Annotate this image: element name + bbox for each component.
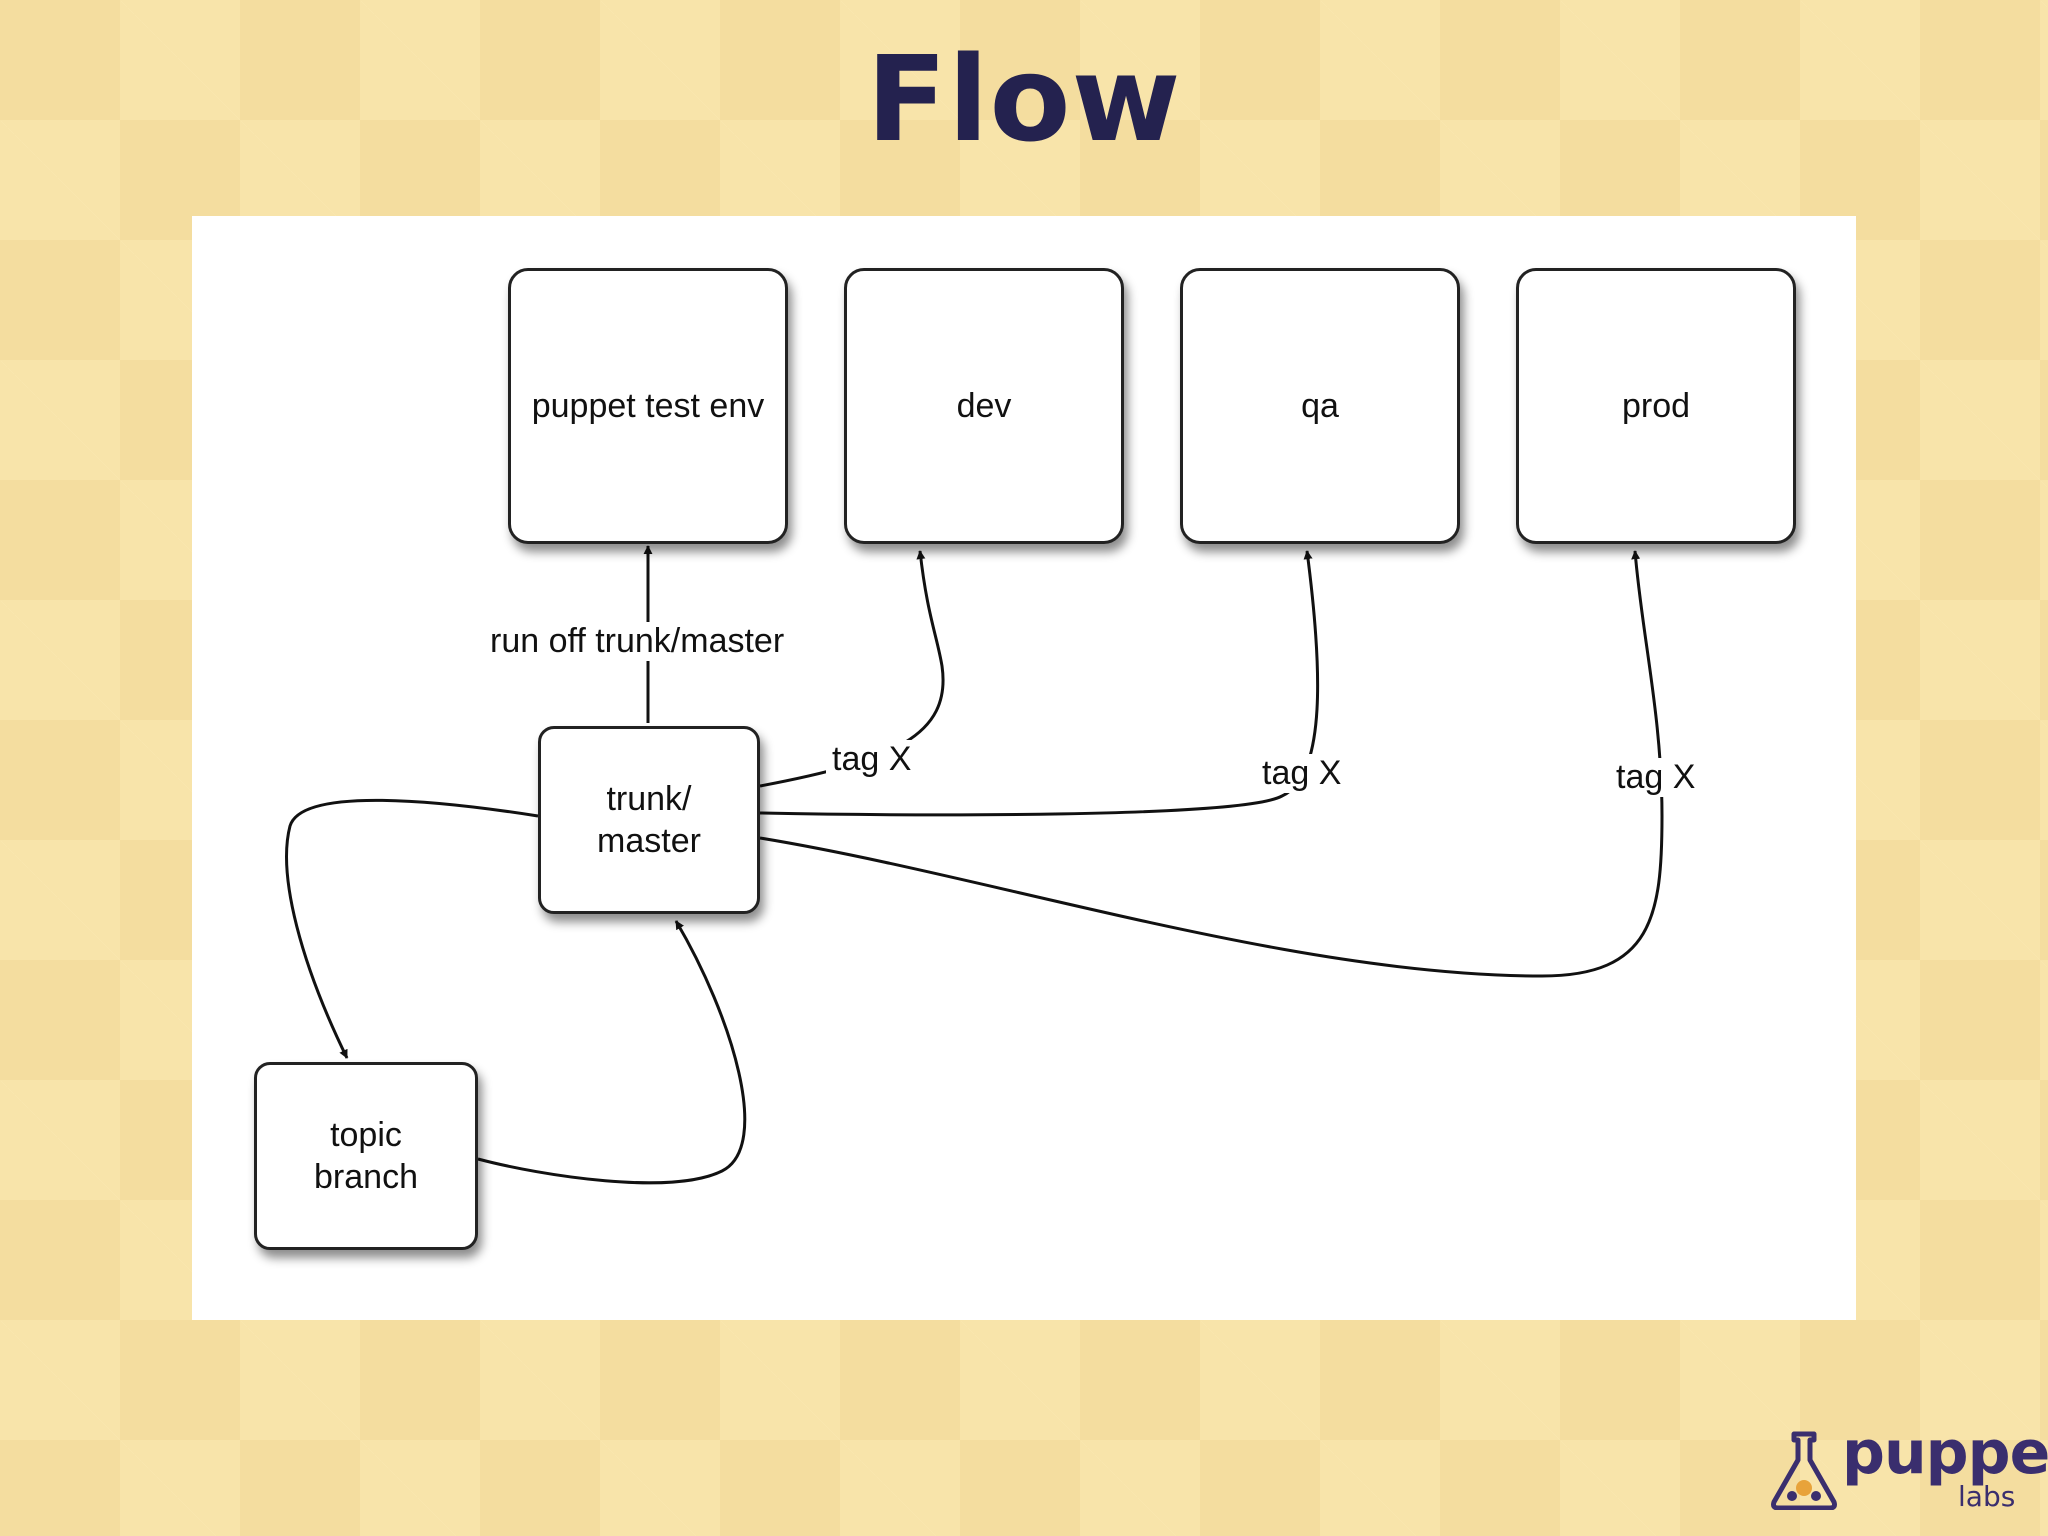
node-qa: qa <box>1180 268 1460 544</box>
edge-to-qa <box>759 550 1320 817</box>
logo-wordmark: puppet <box>1842 1418 2048 1488</box>
edge-to-prod <box>759 550 1664 978</box>
label-tag-qa: tag X <box>1256 754 1348 793</box>
node-puppet-test-env: puppet test env <box>508 268 788 544</box>
label-run-off: run off trunk/master <box>484 622 791 661</box>
node-topic-branch: topic branch <box>254 1062 478 1250</box>
slide-title: Flow <box>866 30 1182 168</box>
flask-icon <box>1771 1431 1837 1510</box>
node-trunk-master: trunk/ master <box>538 726 760 914</box>
label-tag-dev: tag X <box>826 740 918 779</box>
logo-subtext: labs <box>1958 1480 2016 1513</box>
flow-diagram: puppet test env dev qa prod trunk/ maste… <box>192 216 1856 1320</box>
node-dev: dev <box>844 268 1124 544</box>
node-prod: prod <box>1516 268 1796 544</box>
edge-from-topic <box>477 920 747 1185</box>
label-tag-prod: tag X <box>1610 758 1702 797</box>
puppet-labs-logo: puppet labs <box>1768 1418 2048 1514</box>
edge-to-topic <box>285 798 539 1059</box>
